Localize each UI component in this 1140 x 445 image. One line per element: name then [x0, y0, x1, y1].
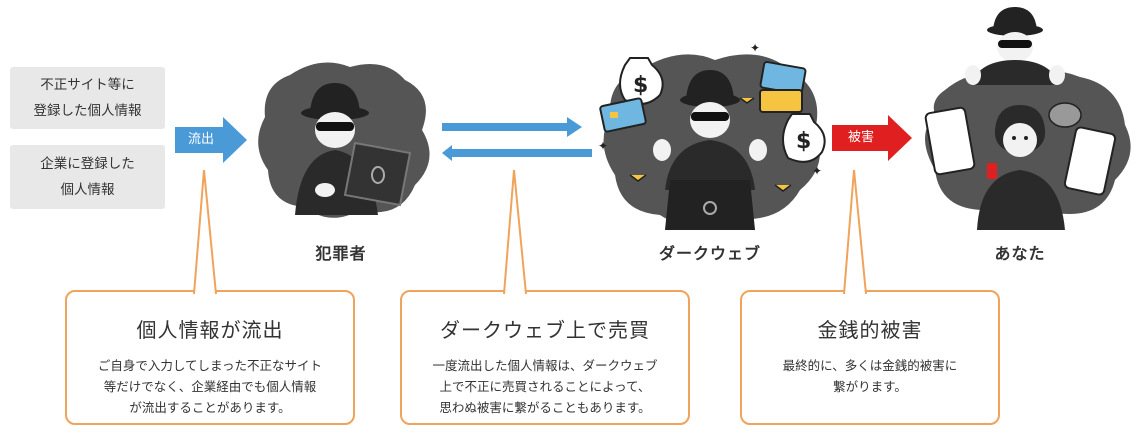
leak-arrow-label: 流出	[187, 132, 214, 147]
darkweb-illustration: $ $ ✦ ✦ ✦	[598, 41, 826, 230]
svg-text:$: $	[633, 73, 648, 98]
you-label: あなた	[994, 244, 1046, 263]
svg-text:✦: ✦	[598, 139, 608, 153]
criminal-label: 犯罪者	[315, 244, 367, 263]
card-body: 一度流出した個人情報は、ダークウェブ 上で不正に売買されることによって、 思わぬ…	[402, 355, 688, 418]
card-title: 金銭的被害	[817, 318, 923, 342]
card-title: ダークウェブ上で売買	[440, 318, 650, 342]
card-title: 個人情報が流出	[136, 318, 284, 342]
card-body: 最終的に、多くは金銭的被害に 繋がります。	[742, 355, 998, 397]
source-line: 個人情報	[60, 182, 115, 198]
card-darkweb-trading: ダークウェブ上で売買 一度流出した個人情報は、ダークウェブ 上で不正に売買される…	[400, 290, 690, 425]
card-line: 等だけでなく、企業経由でも個人情報	[103, 379, 317, 394]
leak-arrow	[175, 117, 247, 163]
source-box-company: 企業に登録した 個人情報	[10, 145, 165, 209]
card-line: 繋がります。	[833, 379, 907, 394]
svg-text:✦: ✦	[750, 41, 760, 55]
darkweb-label: ダークウェブ	[658, 244, 761, 263]
card-personal-info-leak: 個人情報が流出 ご自身で入力してしまった不正なサイト 等だけでなく、企業経由でも…	[65, 290, 355, 425]
source-box-fraud-site: 不正サイト等に 登録した個人情報	[10, 67, 165, 129]
card-line: 上で不正に売買されることによって、	[439, 379, 651, 394]
card-body: ご自身で入力してしまった不正なサイト 等だけでなく、企業経由でも個人情報 が流出…	[67, 355, 353, 418]
card-financial-damage: 金銭的被害 最終的に、多くは金銭的被害に 繋がります。	[740, 290, 1000, 425]
criminal-illustration	[258, 62, 430, 218]
svg-text:✦: ✦	[812, 164, 822, 178]
source-line: 企業に登録した	[40, 156, 135, 172]
card-pointer	[503, 170, 527, 294]
card-pointer	[843, 170, 867, 294]
damage-arrow	[832, 115, 912, 161]
source-line: 登録した個人情報	[33, 103, 142, 119]
svg-text:$: $	[796, 129, 811, 154]
victim-illustration	[924, 7, 1131, 230]
card-line: 一度流出した個人情報は、ダークウェブ	[432, 358, 658, 373]
exchange-arrows	[442, 117, 592, 161]
card-line: が流出することがあります。	[129, 400, 291, 415]
card-pointer	[193, 170, 217, 294]
card-line: 思わぬ被害に繋がることもあります。	[439, 400, 651, 415]
source-line: 不正サイト等に	[40, 77, 135, 93]
damage-arrow-label: 被害	[847, 130, 874, 145]
card-line: 最終的に、多くは金銭的被害に	[782, 358, 958, 373]
card-line: ご自身で入力してしまった不正なサイト	[97, 358, 323, 373]
